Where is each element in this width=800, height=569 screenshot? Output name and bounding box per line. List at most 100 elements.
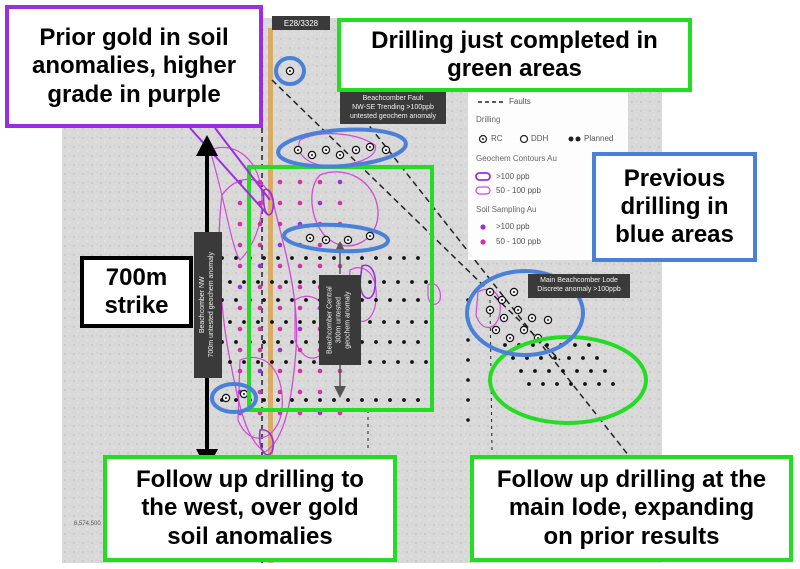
planned-hole	[284, 280, 288, 284]
planned-hole	[318, 398, 322, 402]
legend-rc-label: RC	[491, 134, 503, 143]
northing-label: 6,574,500	[74, 521, 101, 527]
planned-hole	[270, 360, 274, 364]
planned-hole-lode	[511, 356, 515, 360]
legend-soil-high-label: >100 ppb	[496, 222, 530, 231]
planned-hole	[382, 320, 386, 324]
planned-hole	[242, 320, 246, 324]
planned-hole	[276, 398, 280, 402]
soil-point-mid	[277, 200, 283, 206]
callout-west-followup-line-1: Follow up drilling to	[136, 466, 364, 494]
planned-hole	[262, 298, 266, 302]
planned-hole-lode	[553, 356, 557, 360]
planned-hole	[374, 340, 378, 344]
rc-hole-centre	[501, 299, 503, 301]
planned-hole	[256, 280, 260, 284]
callout-previous-drilling-line-3: blue areas	[615, 221, 734, 249]
soil-point-mid	[297, 284, 303, 290]
fault-line-main	[271, 79, 561, 361]
planned-hole	[290, 256, 294, 260]
rc-hole-centre	[297, 149, 299, 151]
rc-hole-centre	[309, 237, 311, 239]
soil-point-mid	[317, 179, 323, 185]
tenement-boundary	[268, 28, 273, 563]
tenement-label-box	[272, 16, 330, 30]
soil-point-mid	[297, 347, 303, 353]
planned-hole	[270, 280, 274, 284]
strike-arrow-head-top	[196, 135, 218, 156]
contour-west-mid	[218, 178, 298, 453]
planned-hole	[360, 256, 364, 260]
planned-hole	[312, 320, 316, 324]
blue-area-fault	[276, 127, 408, 169]
callout-strike-line-2: strike	[104, 292, 169, 319]
planned-hole	[284, 360, 288, 364]
planned-hole	[360, 340, 364, 344]
callout-prior-gold-line-3: grade in purple	[47, 80, 221, 108]
central-label-line-1: Beachcomber Central	[326, 286, 334, 354]
callout-lode-followup-line-2: main lode, expanding	[508, 494, 755, 522]
legend-geochem-heading: Geochem Contours Au	[476, 154, 557, 163]
tenement-label: E28/3328	[284, 19, 319, 28]
rc-hole-centre	[339, 154, 341, 156]
legend-soil-high-symbol	[480, 224, 486, 230]
planned-hole-lode	[583, 382, 587, 386]
soil-point-mid	[297, 368, 303, 374]
callout-west-followup: Follow up drilling to the west, over gol…	[103, 455, 397, 562]
planned-hole	[346, 398, 350, 402]
soil-point-high	[277, 242, 283, 248]
soil-point-mid	[237, 242, 243, 248]
central-label-line-2: 300m untested	[335, 296, 343, 344]
rc-hole-centre	[325, 239, 327, 241]
planned-hole	[332, 256, 336, 260]
callout-strike-line-1: 700m	[105, 263, 168, 291]
soil-point-mid	[297, 263, 303, 269]
blue-area-main-lode	[465, 269, 585, 357]
planned-hole	[228, 360, 232, 364]
planned-hole	[312, 360, 316, 364]
planned-hole-east	[466, 378, 470, 382]
planned-hole	[290, 298, 294, 302]
callout-drilling-completed-line-2: green areas	[447, 55, 582, 82]
soil-point-mid	[317, 263, 323, 269]
planned-hole	[234, 298, 238, 302]
planned-hole	[234, 340, 238, 344]
planned-hole	[234, 398, 238, 402]
soil-point-mid	[257, 242, 263, 248]
planned-hole-lode	[611, 382, 615, 386]
planned-hole	[416, 340, 420, 344]
pointer-line-1	[189, 127, 269, 216]
soil-point-mid	[277, 389, 283, 395]
planned-hole	[298, 280, 302, 284]
planned-hole	[262, 256, 266, 260]
contour-high-south	[258, 429, 275, 456]
planned-hole	[368, 360, 372, 364]
legend-geochem-mid-symbol	[475, 186, 491, 195]
legend-ddh-symbol	[519, 134, 529, 144]
legend-planned-label: Planned	[584, 134, 614, 143]
rc-hole-centre	[369, 235, 371, 237]
planned-hole	[304, 398, 308, 402]
planned-hole	[284, 320, 288, 324]
fault-label-line-2: NW-SE Trending >100ppb	[352, 103, 434, 111]
soil-point-mid	[297, 179, 303, 185]
rc-hole-centre	[531, 317, 533, 319]
planned-hole	[298, 360, 302, 364]
planned-hole	[276, 256, 280, 260]
planned-hole	[402, 398, 406, 402]
planned-hole	[242, 360, 246, 364]
planned-hole	[388, 298, 392, 302]
soil-point-mid	[317, 389, 323, 395]
soil-point-high	[237, 284, 243, 290]
planned-hole	[382, 280, 386, 284]
contour-high-north	[262, 188, 275, 216]
callout-prior-gold: Prior gold in soil anomalies, higher gra…	[5, 5, 263, 128]
blue-area-southwest	[210, 382, 258, 414]
planned-hole-lode	[547, 369, 551, 373]
planned-hole-east	[466, 338, 470, 342]
planned-hole	[368, 280, 372, 284]
soil-point-mid	[317, 242, 323, 248]
planned-hole-lode	[581, 356, 585, 360]
planned-hole-lode	[587, 343, 591, 347]
callout-west-followup-line-3: soil anomalies	[167, 522, 333, 550]
